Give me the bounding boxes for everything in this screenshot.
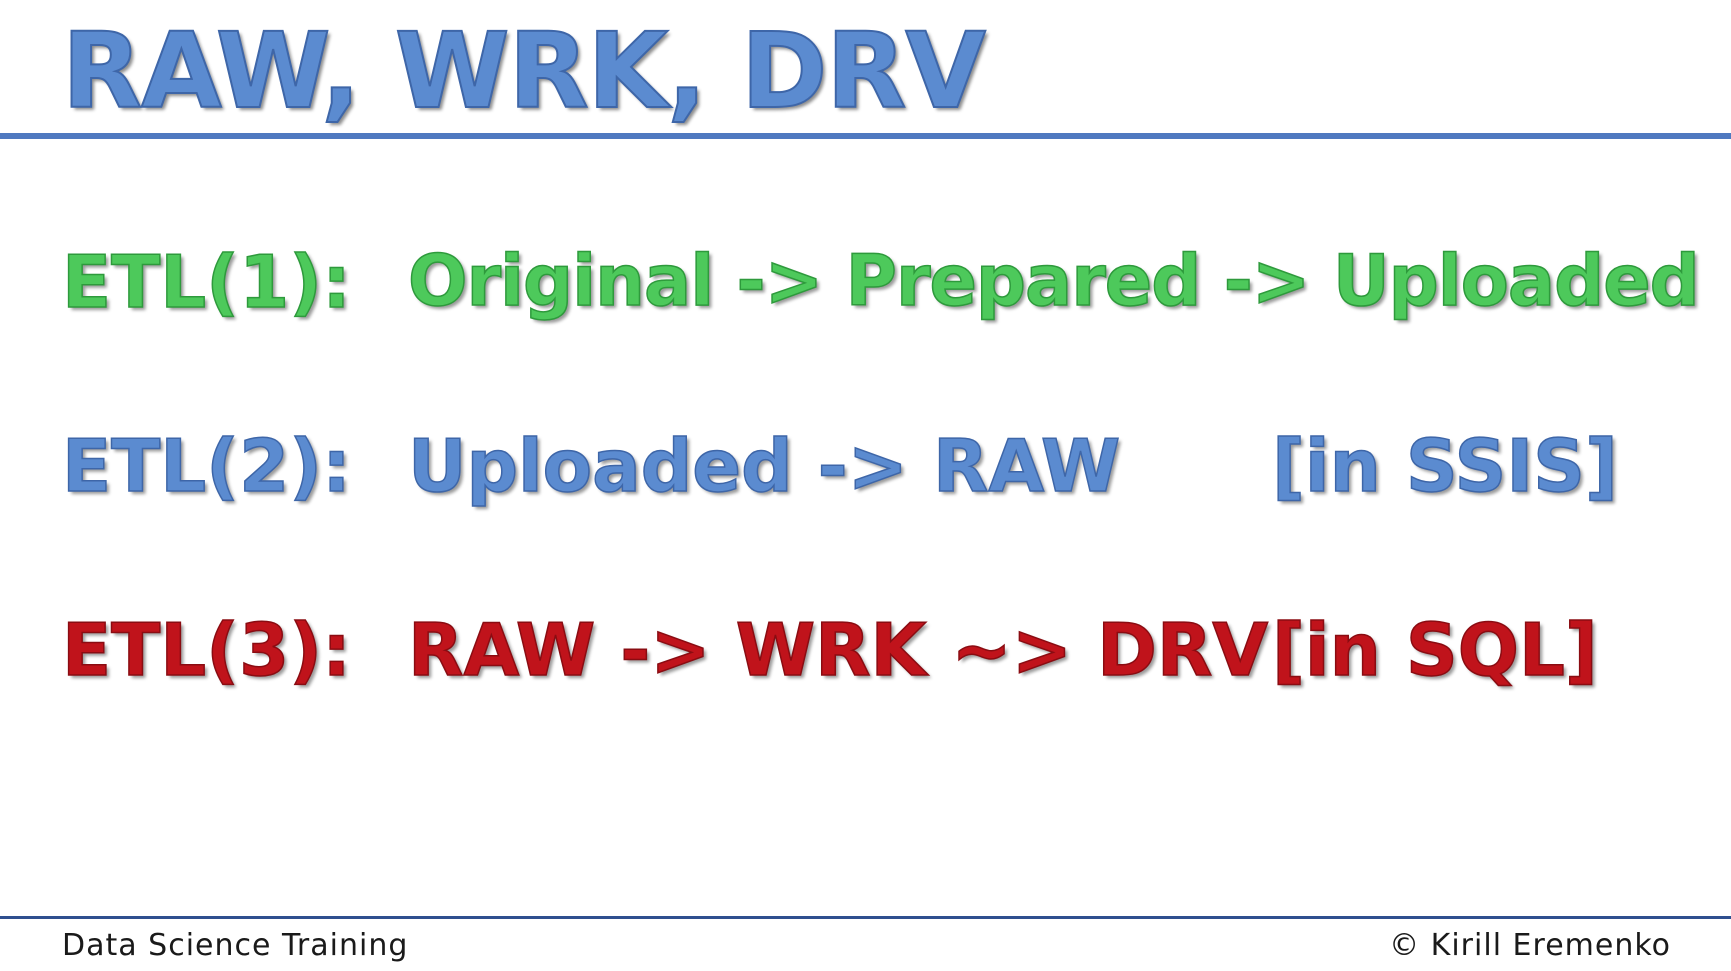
etl-2-tool: [in SSIS] [1271,424,1618,508]
etl-2-flow: Uploaded -> RAW [407,424,1121,508]
etl-3-label: ETL(3): [61,608,351,692]
footer-course-name: Data Science Training [62,928,409,963]
footer-copyright: © Kirill Eremenko [1389,928,1671,963]
etl-1-label: ETL(1): [61,240,351,324]
title-divider [0,133,1731,139]
etl-3-flow: RAW -> WRK ~> DRV [407,608,1269,692]
footer-divider [0,916,1731,919]
etl-3-tool: [in SQL] [1271,608,1598,692]
etl-1-flow: Original -> Prepared -> Uploaded [407,240,1700,322]
etl-2-label: ETL(2): [61,424,351,508]
slide-title: RAW, WRK, DRV [61,10,987,132]
